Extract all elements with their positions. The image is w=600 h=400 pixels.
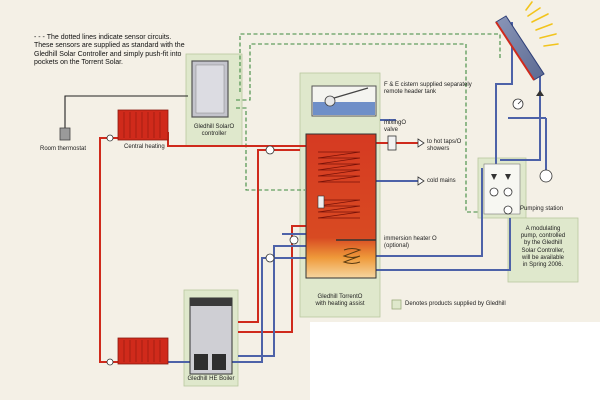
label-line: immersion heater O bbox=[384, 236, 437, 242]
pumping-station-label: Pumping station bbox=[520, 206, 564, 212]
expansion-vessel bbox=[539, 169, 553, 183]
label-line: to hot taps/O bbox=[427, 139, 462, 145]
blank-area bbox=[310, 322, 600, 400]
radiator-lower bbox=[117, 337, 169, 365]
sensor-circuits bbox=[236, 33, 501, 213]
solar-panel bbox=[495, 15, 545, 81]
he-boiler bbox=[189, 297, 233, 375]
immersion-heater-label: immersion heater O (optional) bbox=[384, 236, 437, 250]
sensor-note-line: pockets on the Torrent Solar. bbox=[34, 59, 123, 67]
air-vent-icon bbox=[536, 90, 544, 96]
label-line: controller bbox=[201, 131, 227, 138]
label-line: by the Gledhill bbox=[523, 240, 563, 247]
label-line: in Spring 2006. bbox=[522, 261, 564, 268]
solar-panel-frame bbox=[495, 21, 535, 81]
label-line: (optional) bbox=[384, 243, 410, 250]
room-thermostat-label: Room thermostat bbox=[40, 146, 87, 152]
thermostat-wiring bbox=[64, 95, 188, 128]
sensor-note-line: These sensors are supplied as standard w… bbox=[34, 42, 185, 50]
cold-mains-label: cold mains bbox=[427, 178, 456, 184]
header-tank bbox=[311, 85, 377, 117]
solar-controller-label: Gledhill SolarO controller bbox=[186, 124, 242, 138]
torrent-label: Gledhill TorrentO with heating assist bbox=[300, 294, 380, 308]
sensor-note: - - - The dotted lines indicate sensor c… bbox=[34, 34, 204, 68]
radiator-central-heating bbox=[117, 109, 169, 141]
modulating-pump-note: A modulating pump, controlled by the Gle… bbox=[508, 226, 578, 269]
label-line: remote header tank bbox=[384, 89, 437, 96]
hot-taps-label: to hot taps/O showers bbox=[427, 139, 461, 153]
room-thermostat bbox=[59, 127, 71, 141]
label-line: Gledhill SolarO bbox=[193, 124, 235, 130]
label-line: Solar Controller, bbox=[521, 247, 565, 254]
label-line: Gledhill TorrentO bbox=[317, 294, 363, 300]
legend-label: Denotes products supplied by Gledhill bbox=[405, 301, 506, 307]
solar-controller-screen bbox=[195, 64, 225, 114]
outlet-arrows bbox=[417, 138, 425, 186]
sensor-note-line: Gledhill Solar Controller and simply pus… bbox=[34, 50, 182, 58]
mixing-valve-label: mixingO valve bbox=[384, 120, 406, 134]
sensor-note-line: - - - The dotted lines indicate sensor c… bbox=[34, 34, 172, 41]
label-line: pump, controlled bbox=[520, 233, 566, 240]
pumping-station bbox=[483, 163, 521, 215]
label-line: mixingO bbox=[384, 120, 407, 126]
he-boiler-label: Gledhill HE Boiler bbox=[187, 376, 235, 382]
label-line: valve bbox=[384, 127, 399, 134]
sun-rays-icon bbox=[525, 1, 559, 47]
torrent-cylinder bbox=[305, 133, 377, 279]
valves bbox=[106, 134, 299, 366]
label-line: with heating assist bbox=[315, 301, 365, 308]
modulating-pump-note-box bbox=[507, 217, 579, 283]
mixing-valve bbox=[387, 135, 397, 151]
fe-cistern-label: F & E cistern supplied separately remote… bbox=[384, 82, 472, 96]
label-line: A modulating bbox=[525, 226, 561, 232]
central-heating-label: Central heating bbox=[124, 144, 165, 150]
label-line: F & E cistern supplied separately bbox=[384, 82, 472, 88]
label-line: will be available bbox=[521, 254, 565, 261]
legend-swatch bbox=[391, 299, 402, 310]
label-line: showers bbox=[427, 146, 450, 153]
